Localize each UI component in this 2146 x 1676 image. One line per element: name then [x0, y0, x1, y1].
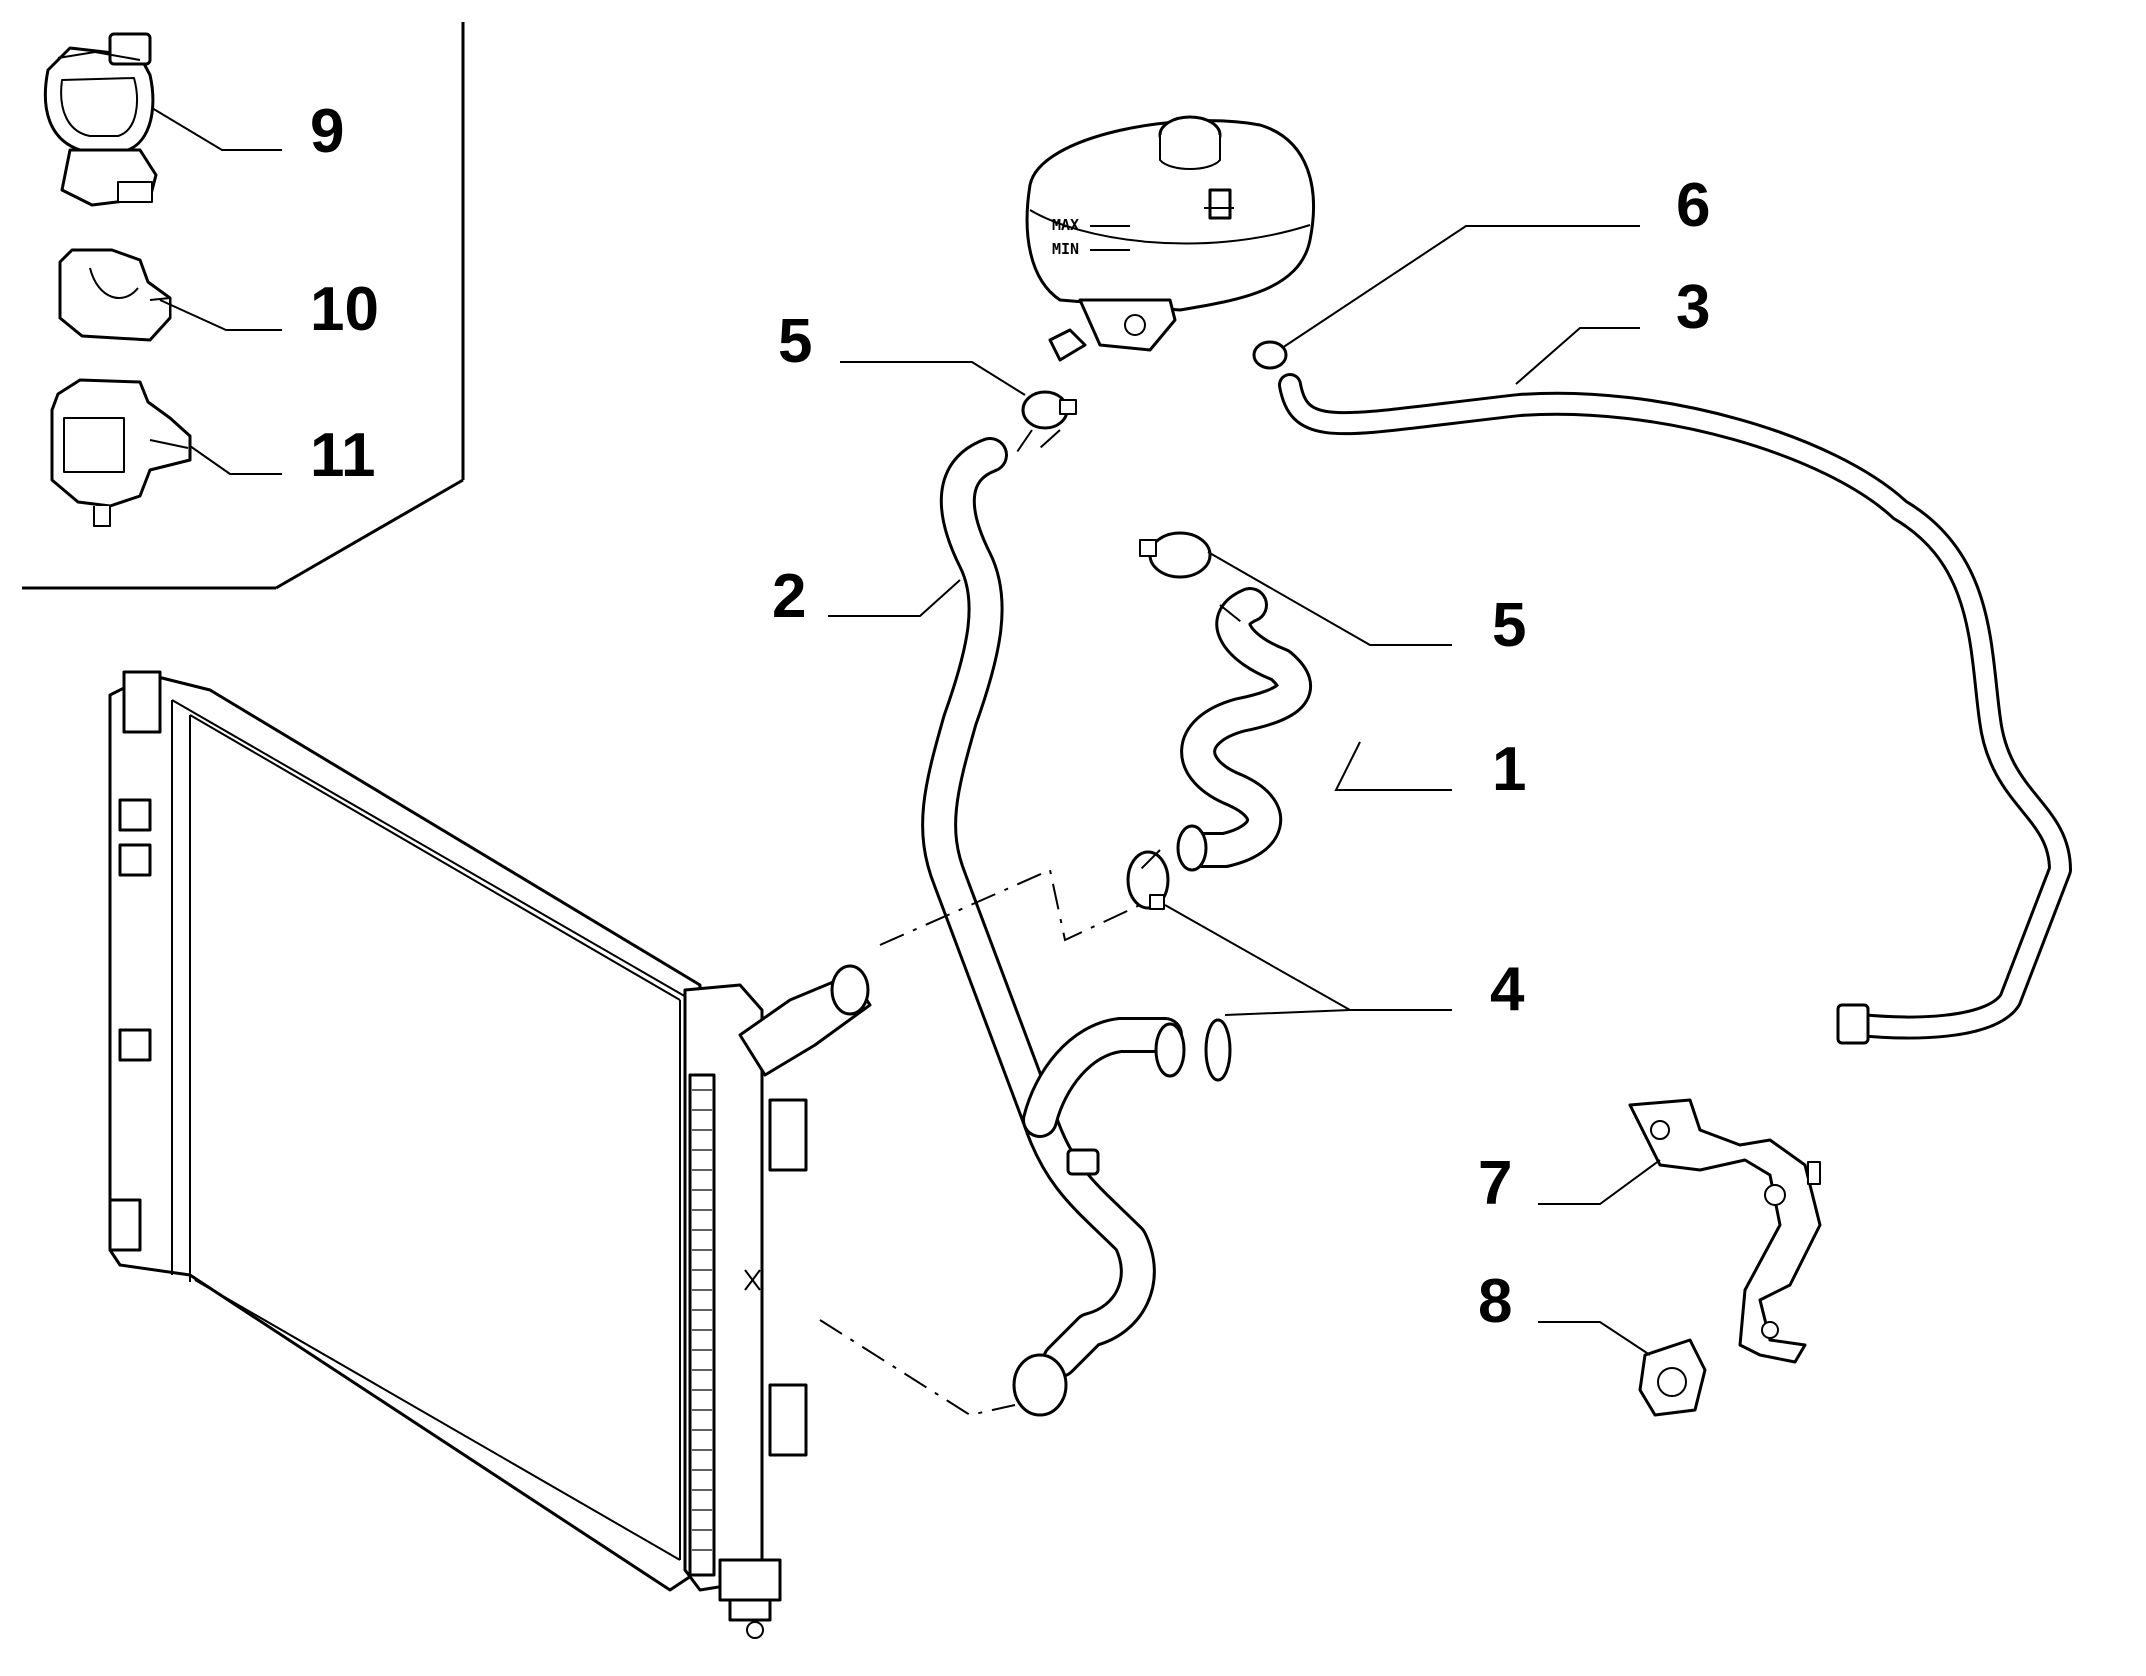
radiator-fins	[692, 1089, 712, 1551]
inset-panel-frame	[22, 22, 465, 590]
leader-lines	[828, 225, 1661, 1356]
callout-8: 8	[1478, 1267, 1512, 1336]
tank-min-marking: MIN	[1052, 240, 1079, 258]
part-8-flange-nut	[1638, 1338, 1707, 1417]
callout-2: 2	[772, 562, 806, 631]
clamp-6	[1252, 340, 1288, 370]
hose-1	[1176, 587, 1312, 872]
part-11-bracket-clip	[50, 378, 192, 527]
callout-4: 4	[1490, 955, 1525, 1024]
radiator	[108, 670, 872, 1639]
callout-6: 6	[1676, 171, 1710, 240]
callout-3: 3	[1676, 273, 1710, 342]
hose-3	[1278, 373, 2072, 1045]
clamp-4-lower	[1204, 1018, 1232, 1082]
callout-5-right: 5	[1492, 591, 1526, 660]
callout-5-top: 5	[778, 307, 812, 376]
clamp-4-upper	[1126, 850, 1170, 910]
part-9-hose-clip	[43, 32, 158, 207]
part-7-bracket	[1628, 1098, 1822, 1364]
clamp-5-top	[1021, 390, 1077, 430]
expansion-tank: MAX MIN	[1025, 115, 1315, 362]
callout-9: 9	[310, 97, 344, 166]
callout-10: 10	[310, 275, 379, 344]
callout-1: 1	[1492, 735, 1526, 804]
callout-11: 11	[310, 421, 376, 490]
callout-7: 7	[1478, 1149, 1512, 1218]
leader-lines-inset	[151, 107, 282, 475]
alignment-lines	[819, 429, 1246, 1417]
clamp-5-right	[1139, 531, 1212, 579]
tank-max-marking: MAX	[1052, 216, 1079, 234]
hose-2	[921, 437, 1186, 1417]
part-10-clip	[58, 248, 172, 342]
